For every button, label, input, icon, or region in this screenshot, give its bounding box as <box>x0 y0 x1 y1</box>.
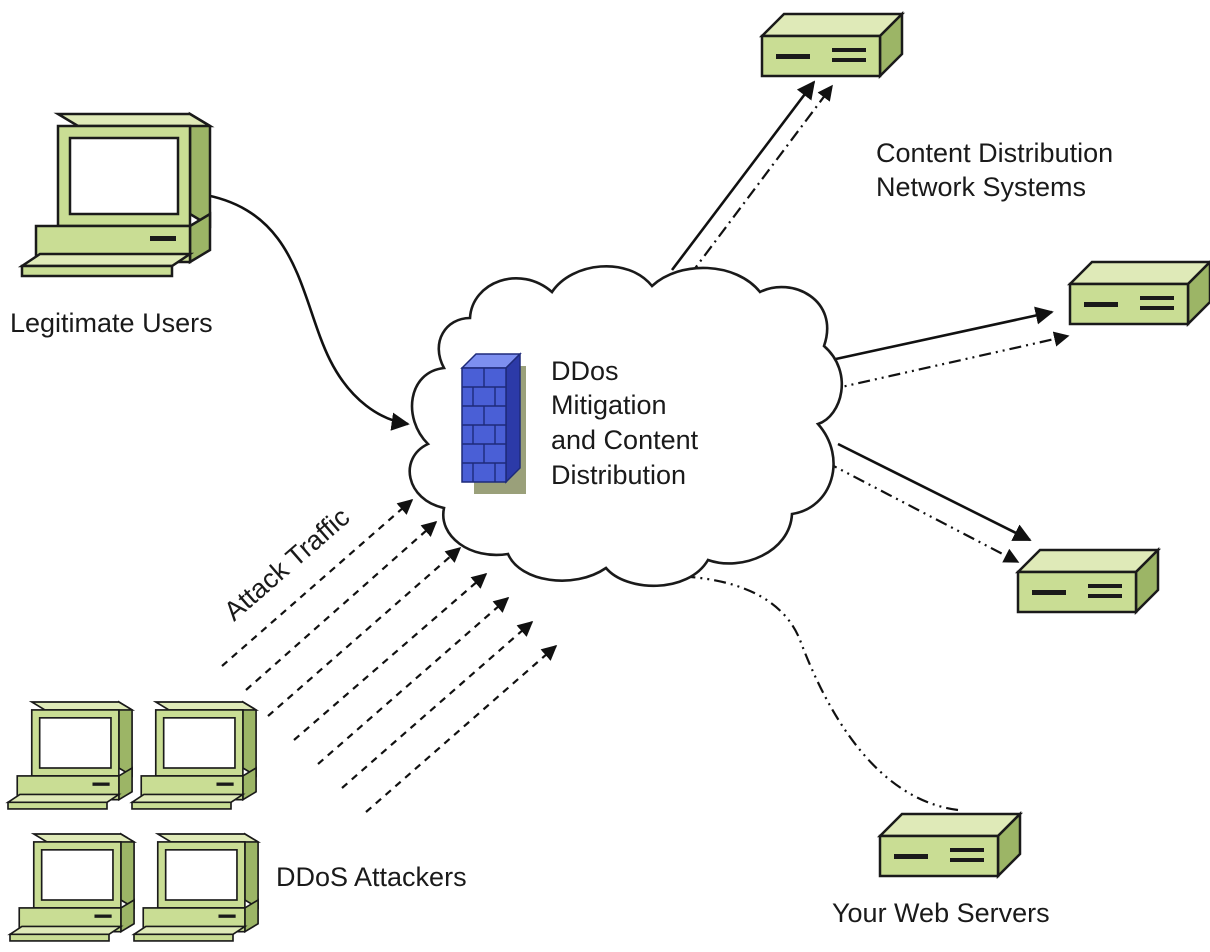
cdn-middle-dashdot-arrow <box>827 331 1070 392</box>
attack-traffic-arrows <box>221 498 558 813</box>
attack-arrow <box>221 498 414 667</box>
attack-arrow <box>365 644 558 813</box>
origin-to-cloud-arrow <box>658 568 959 812</box>
cloud-label-line1: DDos <box>551 356 619 386</box>
legitimate-users-label: Legitimate Users <box>10 308 213 338</box>
attacker-computer-icon <box>131 701 257 810</box>
cloud-icon <box>408 265 843 588</box>
attack-arrow <box>293 572 488 741</box>
cdn-label-line2: Network Systems <box>876 172 1086 202</box>
cdn-bottom-dashdot-arrow <box>825 461 1020 563</box>
attack-arrow <box>317 596 510 765</box>
attacker-computer-icon <box>9 833 135 942</box>
attacker-computer-icon <box>133 833 259 942</box>
cloud-label-line4: Distribution <box>551 460 686 490</box>
legitimate-traffic-arrow <box>199 192 410 431</box>
cdn-server-icon <box>1016 548 1160 614</box>
web-server-icon <box>878 812 1022 878</box>
ddos-attackers-label: DDoS Attackers <box>276 862 467 892</box>
cdn-middle-solid-arrow <box>821 306 1054 364</box>
attacker-computer-icon <box>7 701 133 810</box>
cdn-top-solid-arrow <box>670 80 816 271</box>
cdn-server-icon <box>1068 260 1210 326</box>
legitimate-user-computer-icon <box>20 112 212 278</box>
cdn-label-line1: Content Distribution <box>876 138 1113 168</box>
attack-traffic-label: Attack Traffic <box>218 502 355 627</box>
cdn-top-dashdot-arrow <box>689 84 833 276</box>
cdn-server-icon <box>760 12 904 78</box>
brick-firewall-icon <box>460 352 526 494</box>
cdn-bottom-solid-arrow <box>837 442 1032 542</box>
cloud-label-line3: and Content <box>551 425 699 455</box>
attack-arrow <box>267 546 462 717</box>
cloud-label-line2: Mitigation <box>551 390 667 420</box>
attack-arrow <box>341 620 534 789</box>
attack-arrow <box>245 520 438 691</box>
web-servers-label: Your Web Servers <box>832 898 1050 928</box>
